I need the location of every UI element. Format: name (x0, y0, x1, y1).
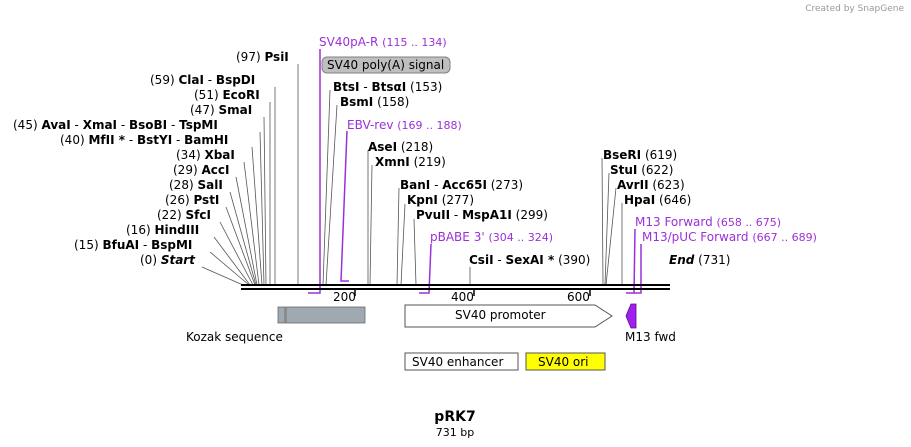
site-accI: (29) AccI (173, 163, 229, 177)
site-ecoRI: (51) EcoRI (194, 88, 260, 102)
sequence-backbone (241, 284, 670, 296)
kozak-label: Kozak sequence (186, 330, 283, 344)
site-sfcI: (22) SfcI (157, 208, 211, 222)
plasmid-length: 731 bp (436, 426, 474, 439)
primer-m13-puc-forward: M13/pUC Forward (667 .. 689) (642, 230, 817, 244)
ruler-tick-200: 200 (333, 290, 356, 304)
site-aseI: AseI (218) (368, 140, 433, 154)
site-bseRI: BseRI (619) (603, 148, 677, 162)
site-avrII: AvrII (623) (617, 178, 685, 192)
primer-m13-forward: M13 Forward (658 .. 675) (635, 215, 781, 229)
primer-pbabe-3: pBABE 3' (304 .. 324) (430, 230, 553, 244)
m13-fwd-label: M13 fwd (625, 330, 676, 344)
site-smaI: (47) SmaI (190, 103, 252, 117)
site-pstI: (26) PstI (165, 193, 219, 207)
site-start: (0) Start (140, 253, 196, 267)
kozak-feature (277, 306, 286, 324)
primer-ebv-rev: EBV-rev (169 .. 188) (347, 118, 462, 132)
site-bfuAI: (15) BfuAI - BspMI (74, 238, 192, 252)
polya-label: SV40 poly(A) signal (327, 58, 444, 72)
site-hpaI: HpaI (646) (624, 193, 691, 207)
sv40-ori-feature (525, 352, 606, 371)
sv40-promoter-label: SV40 promoter (455, 308, 546, 322)
site-end: End (731) (669, 253, 730, 267)
sv40-promoter-arrow (404, 304, 613, 328)
primer-sv40pa-r: SV40pA-R (115 .. 134) (319, 35, 447, 49)
sv40-ori-label: SV40 ori (538, 355, 589, 369)
site-csiI: CsiI - SexAI * (390) (469, 253, 590, 267)
ruler-tick-400: 400 (451, 290, 474, 304)
site-banI: BanI - Acc65I (273) (400, 178, 523, 192)
ruler-tick-600: 600 (567, 290, 590, 304)
site-hindIII: (16) HindIII (126, 223, 199, 237)
m13-fwd-arrow (625, 303, 637, 329)
polya-feature (285, 306, 366, 324)
site-psiI: (97) PsiI (236, 50, 289, 64)
site-mfII: (40) MfII * - BstYI - BamHI (60, 133, 228, 147)
site-avaI: (45) AvaI - XmaI - BsoBI - TspMI (13, 118, 218, 132)
primer-marks (308, 49, 642, 294)
sv40-enhancer-feature (404, 352, 519, 371)
site-stuI: StuI (622) (610, 163, 674, 177)
site-btsI: BtsI - BtsαI (153) (333, 80, 442, 94)
site-xbaI: (34) XbaI (176, 148, 235, 162)
site-claI: (59) ClaI - BspDI (150, 73, 255, 87)
plasmid-name: pRK7 (434, 409, 475, 425)
snapgene-credit: Created by SnapGene (805, 4, 904, 14)
site-pvuII: PvuII - MspA1I (299) (416, 208, 548, 222)
site-bsmI: BsmI (158) (340, 95, 409, 109)
site-salI: (28) SalI (169, 178, 223, 192)
site-xmnI: XmnI (219) (375, 155, 446, 169)
sv40-enhancer-label: SV40 enhancer (412, 355, 503, 369)
site-kpnI: KpnI (277) (407, 193, 474, 207)
site-leader-lines (201, 64, 623, 286)
polya-label-box (321, 56, 451, 74)
